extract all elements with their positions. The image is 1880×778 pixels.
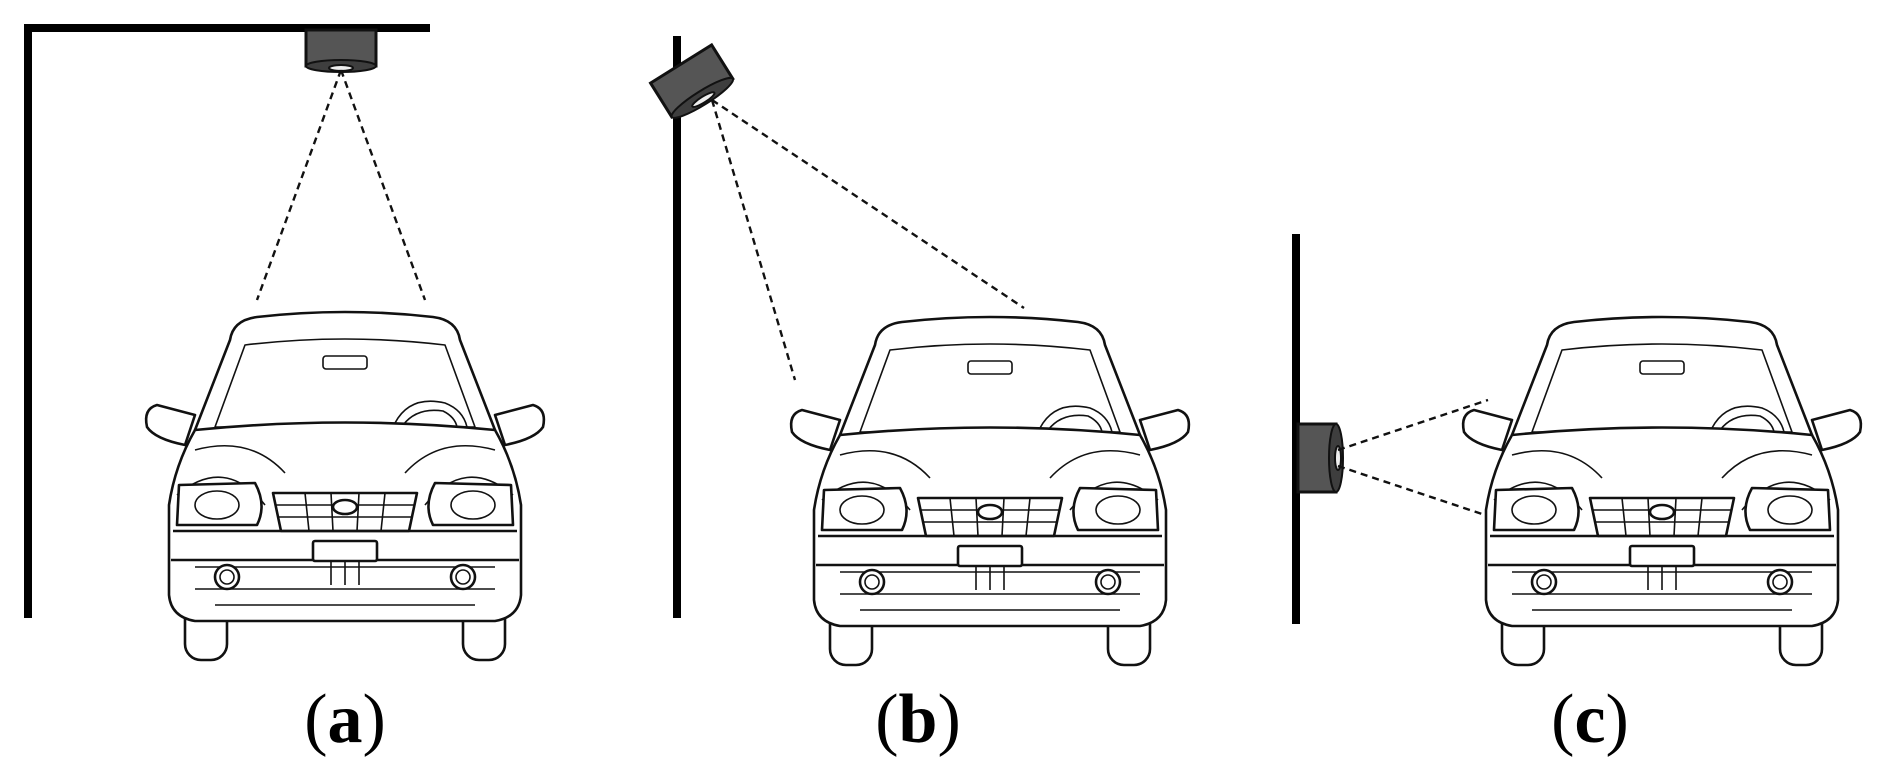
panel-a: (a) — [24, 24, 546, 758]
car-front-icon — [144, 310, 546, 662]
panel-c: (c) — [1292, 234, 1863, 758]
field-of-view-line — [339, 69, 427, 301]
field-of-view-line — [711, 99, 1025, 309]
panel-label-b: (b) — [875, 681, 961, 758]
field-of-view-line — [1337, 398, 1489, 452]
camera-icon — [1296, 422, 1344, 494]
ceiling-and-wall — [24, 24, 430, 618]
panel-label-c: (c) — [1551, 681, 1629, 758]
panel-b: (b) — [648, 36, 1191, 758]
car-front-icon — [1461, 315, 1863, 667]
panel-label-a: (a) — [304, 681, 386, 758]
camera-icon — [648, 42, 735, 120]
field-of-view-line — [1337, 464, 1501, 522]
field-of-view-line — [710, 99, 797, 381]
camera-icon — [304, 28, 378, 73]
field-of-view-line — [255, 69, 343, 301]
car-front-icon — [789, 315, 1191, 667]
